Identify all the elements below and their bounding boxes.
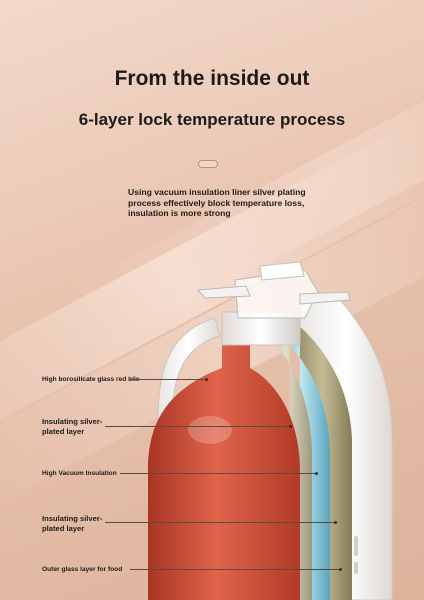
layer-label: Outer glass layer for food [42,566,123,573]
spout-shape [196,285,251,299]
intro-text: Using vacuum insulation liner silver pla… [128,187,306,218]
shell-button-shape [354,562,358,574]
callout-dot [205,378,208,381]
callout-dot [334,521,337,524]
layer-label: High borosilicate glass red bile [42,376,140,383]
liner-highlight [188,416,232,444]
divider-ornament [198,160,218,168]
callout-dot [339,568,342,571]
layer-label: Insulating silver-plated layer [42,417,103,436]
callout-line [130,569,340,570]
lid-top-shape [259,261,305,281]
callout-line [120,473,316,474]
callout-line [105,426,290,427]
page-title: From the inside out [114,67,310,90]
callout-dot [289,425,292,428]
shell-button-shape [354,536,358,556]
callout-dot [315,472,318,475]
lever-shape [299,291,351,305]
callout-line [130,379,206,380]
layer-label: Insulating silver-plated layer [42,514,103,533]
callout-line [105,522,335,523]
inner-liner-shape [148,345,300,600]
layer-label: High Vacuum Insulation [42,470,117,477]
page-subtitle: 6-layer lock temperature process [78,110,346,129]
